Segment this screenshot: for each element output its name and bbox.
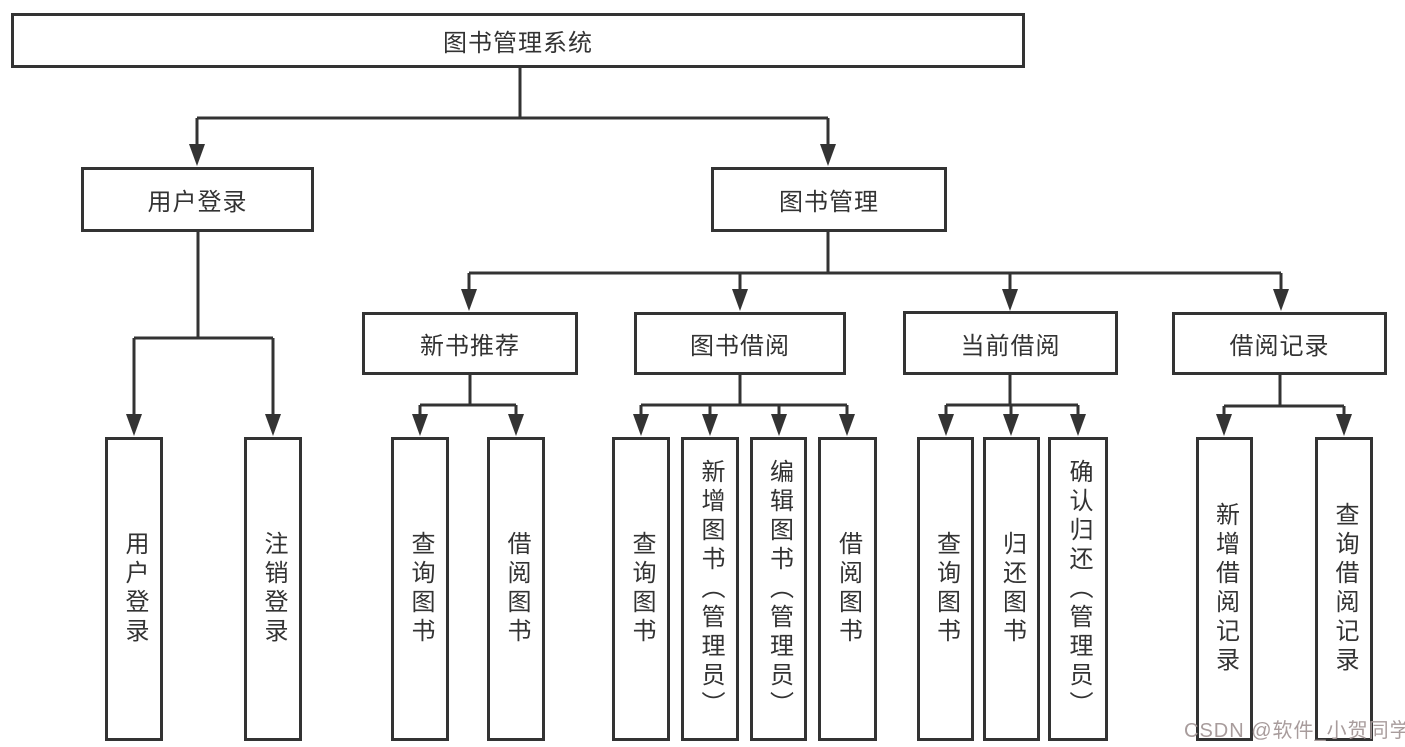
leaf-edit-book-admin: 编辑图书（管理员） [750, 437, 807, 741]
arrow-down-icon [412, 414, 428, 436]
arrow-down-icon [508, 414, 524, 436]
node-book-management: 图书管理 [711, 167, 947, 232]
connector-new-book-recommend-to-children [418, 375, 518, 418]
arrow-down-icon [1002, 289, 1018, 311]
connector-book-borrow-to-children [639, 375, 849, 418]
connector-current-borrow-to-children [944, 375, 1080, 418]
leaf-logout: 注销登录 [244, 437, 302, 741]
node-new-book-recommend: 新书推荐 [362, 312, 578, 375]
leaf-user-login: 用户登录 [105, 437, 163, 741]
leaf-search-borrow-record: 查询借阅记录 [1315, 437, 1373, 741]
connector-book-management-to-level3 [467, 232, 1283, 293]
node-current-borrow: 当前借阅 [903, 311, 1118, 375]
leaf-borrow-books: 借阅图书 [818, 437, 877, 741]
arrow-down-icon [839, 414, 855, 436]
arrow-down-icon [633, 414, 649, 436]
connector-borrow-records-to-children [1222, 375, 1346, 418]
arrow-down-icon [732, 289, 748, 311]
watermark: CSDN @软件_小贺同学 [1184, 720, 1405, 742]
arrow-down-icon [265, 414, 281, 436]
arrow-down-icon [1336, 414, 1352, 436]
arrow-down-icon [771, 414, 787, 436]
node-user-login: 用户登录 [81, 167, 314, 232]
arrow-down-icon [1070, 414, 1086, 436]
leaf-search-books-current: 查询图书 [917, 437, 974, 741]
arrow-down-icon [126, 414, 142, 436]
arrow-down-icon [189, 144, 205, 166]
arrow-down-icon [938, 414, 954, 436]
leaf-search-books-borrow: 查询图书 [612, 437, 670, 741]
leaf-confirm-return-admin: 确认归还（管理员） [1048, 437, 1108, 741]
arrow-down-icon [820, 144, 836, 166]
arrow-down-icon [1273, 289, 1289, 311]
arrow-down-icon [702, 414, 718, 436]
leaf-search-books-recommend: 查询图书 [391, 437, 449, 741]
arrowheads [126, 144, 1352, 436]
node-borrow-records: 借阅记录 [1172, 312, 1387, 375]
node-library-management-system: 图书管理系统 [11, 13, 1025, 68]
node-book-borrow: 图书借阅 [634, 312, 846, 375]
connector-root-to-level2 [195, 68, 830, 148]
arrow-down-icon [461, 289, 477, 311]
leaf-add-borrow-record: 新增借阅记录 [1196, 437, 1253, 741]
arrow-down-icon [1003, 414, 1019, 436]
arrow-down-icon [1216, 414, 1232, 436]
leaf-borrow-books-recommend: 借阅图书 [487, 437, 545, 741]
connector-user-login-to-children [132, 232, 275, 418]
leaf-add-book-admin: 新增图书（管理员） [681, 437, 739, 741]
leaf-return-book: 归还图书 [983, 437, 1040, 741]
